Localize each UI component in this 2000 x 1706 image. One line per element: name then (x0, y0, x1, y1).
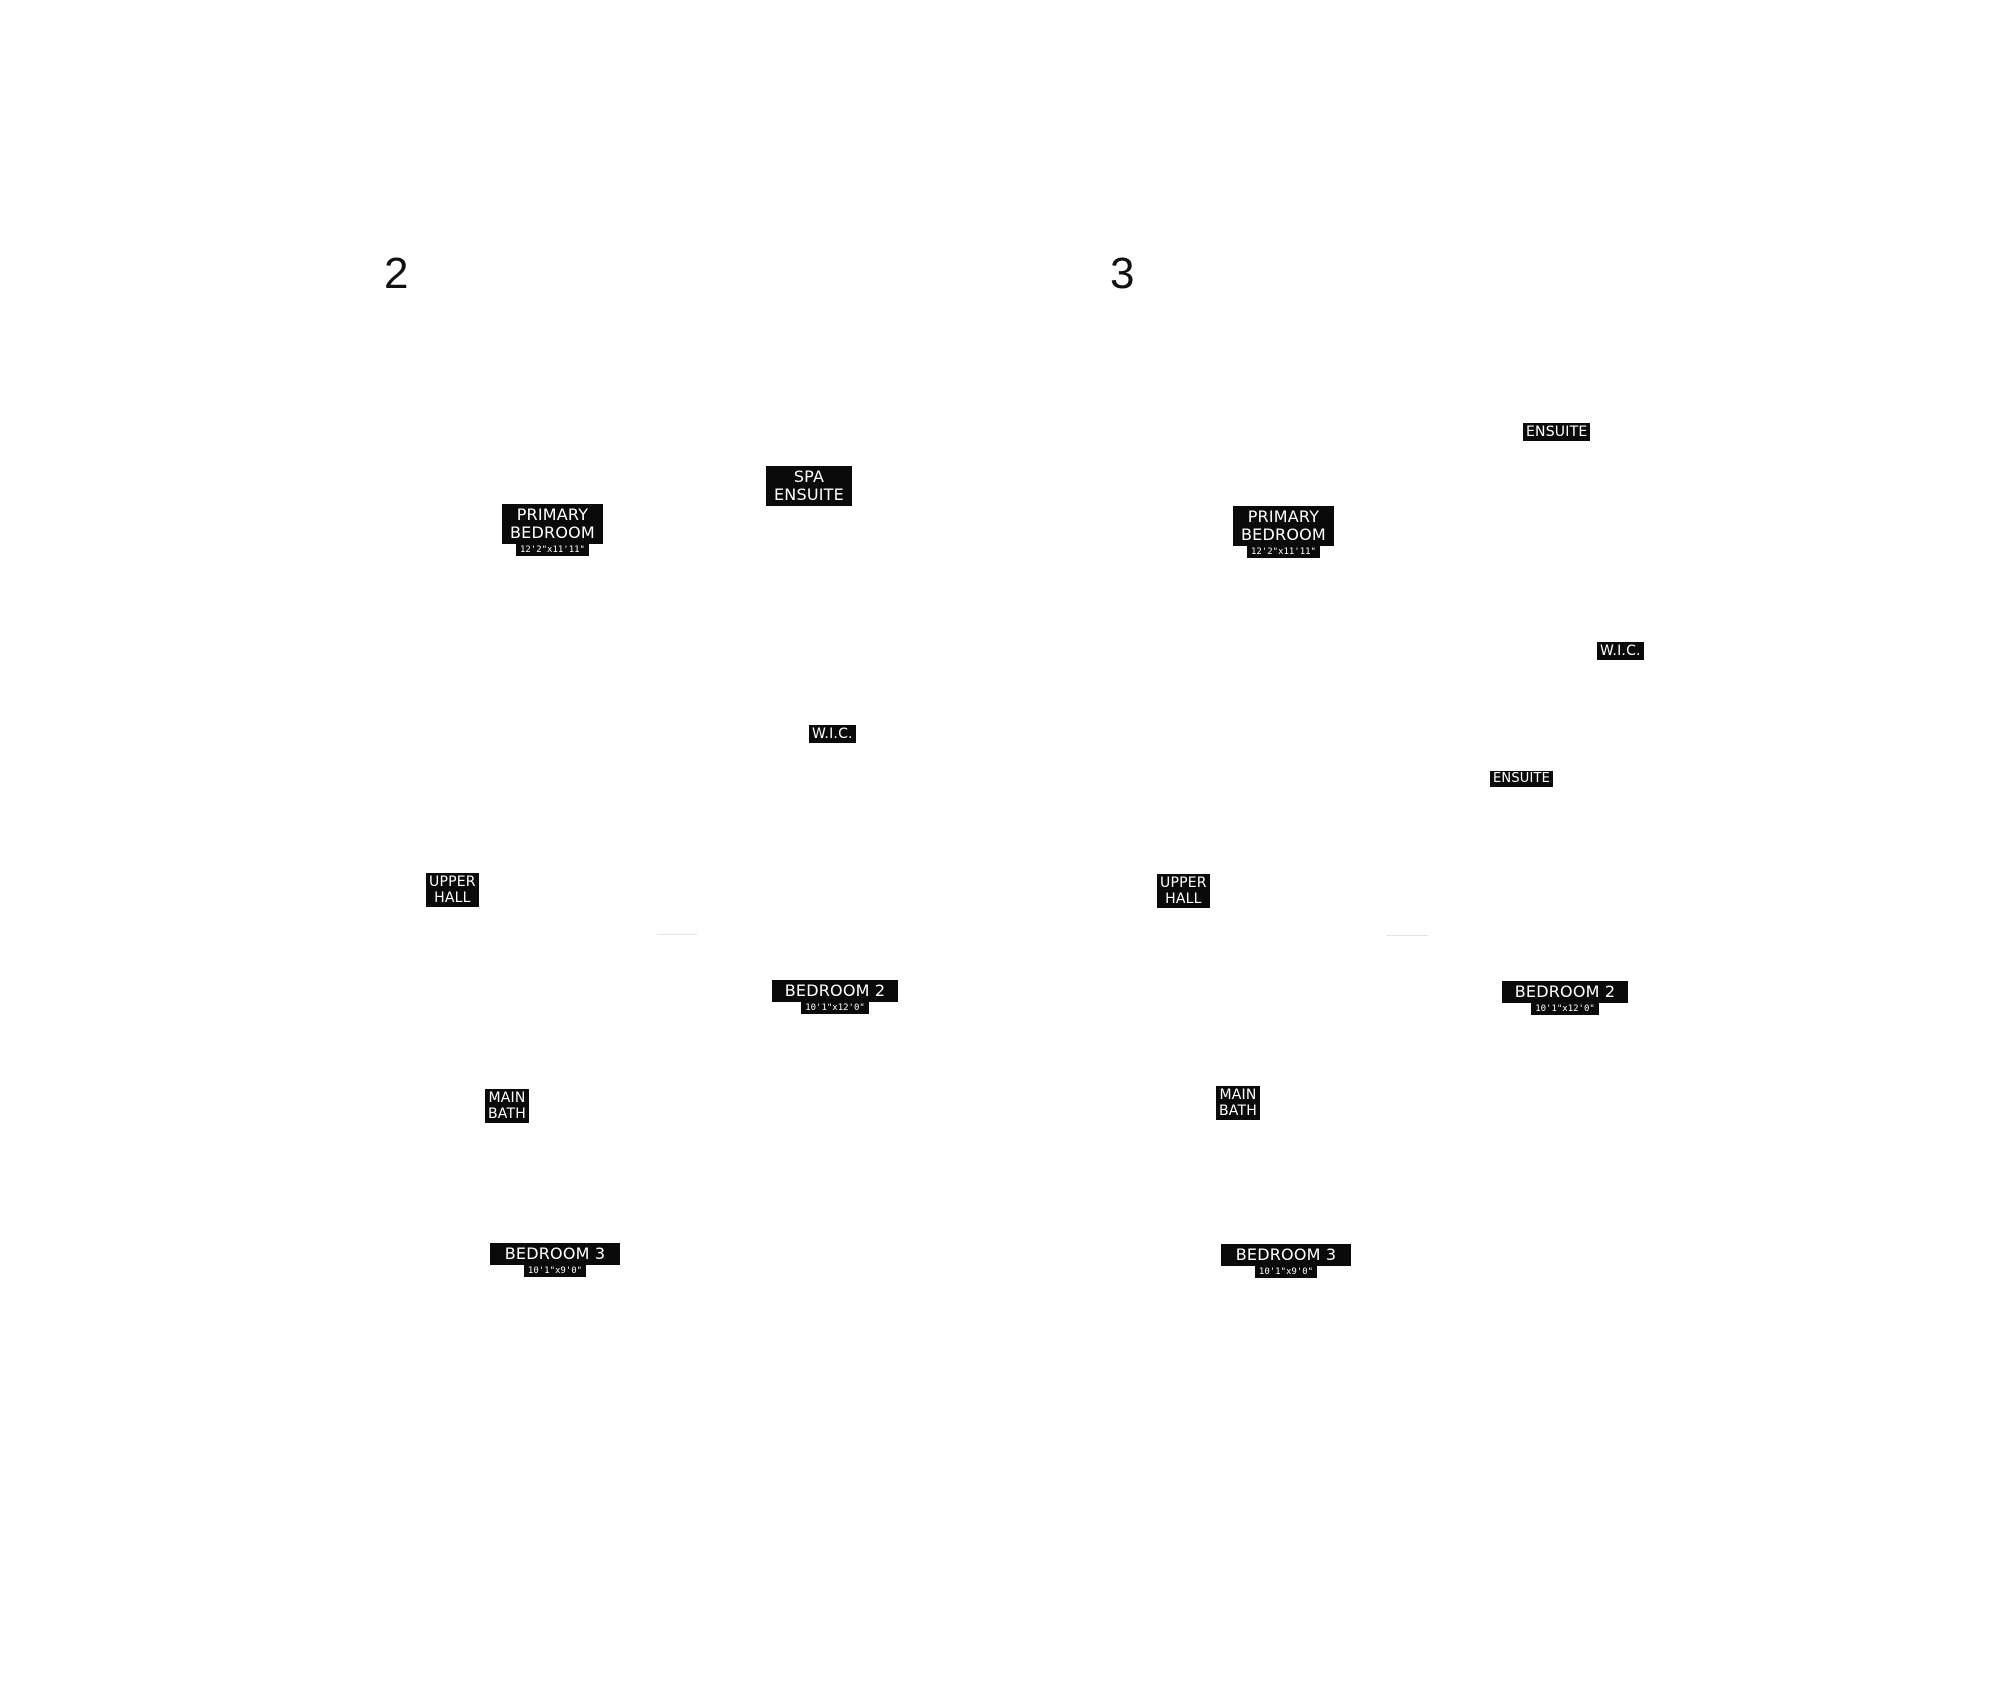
room-label-bedroom-3: BEDROOM 3 10'1"x9'0" (490, 1243, 620, 1277)
room-label-upper-hall: UPPER HALL (426, 873, 479, 907)
room-label-bedroom-2: BEDROOM 2 10'1"x12'0" (1502, 981, 1628, 1015)
room-label-ensuite: ENSUITE (1523, 423, 1591, 441)
room-label-spa-ensuite: SPA ENSUITE (766, 466, 852, 506)
room-name: ENSUITE (1490, 771, 1554, 787)
room-name: UPPER HALL (426, 873, 479, 907)
room-name: MAIN BATH (485, 1089, 529, 1123)
room-label-bedroom-2: BEDROOM 2 10'1"x12'0" (772, 980, 898, 1014)
room-name: PRIMARY BEDROOM (502, 504, 603, 544)
wall-line (657, 934, 697, 935)
room-label-main-bath: MAIN BATH (1216, 1086, 1260, 1120)
room-name: ENSUITE (1523, 423, 1591, 441)
room-name: BEDROOM 2 (1502, 981, 1628, 1003)
room-name: W.I.C. (1597, 642, 1644, 660)
room-dimensions: 10'1"x9'0" (1254, 1266, 1318, 1278)
room-label-bedroom-3: BEDROOM 3 10'1"x9'0" (1221, 1244, 1351, 1278)
room-label-ensuite-2: ENSUITE (1490, 771, 1554, 787)
room-name: BEDROOM 2 (772, 980, 898, 1002)
room-name: BEDROOM 3 (1221, 1244, 1351, 1266)
room-name: PRIMARY BEDROOM (1233, 506, 1334, 546)
plan-number-3: 3 (1110, 249, 1135, 298)
wall-line (1386, 935, 1428, 936)
room-label-wic: W.I.C. (1597, 642, 1644, 660)
room-label-primary-bedroom: PRIMARY BEDROOM 12'2"x11'11" (1233, 506, 1334, 558)
room-name: BEDROOM 3 (490, 1243, 620, 1265)
room-name: W.I.C. (809, 725, 856, 743)
room-label-upper-hall: UPPER HALL (1157, 874, 1210, 908)
room-name: UPPER HALL (1157, 874, 1210, 908)
plan-number-2: 2 (384, 249, 409, 298)
room-label-main-bath: MAIN BATH (485, 1089, 529, 1123)
room-dimensions: 10'1"x12'0" (1531, 1003, 1599, 1015)
room-label-wic: W.I.C. (809, 725, 856, 743)
room-dimensions: 10'1"x9'0" (523, 1265, 587, 1277)
room-dimensions: 12'2"x11'11" (1246, 546, 1320, 558)
room-dimensions: 10'1"x12'0" (801, 1002, 869, 1014)
room-dimensions: 12'2"x11'11" (515, 544, 589, 556)
room-name: SPA ENSUITE (766, 466, 852, 506)
room-label-primary-bedroom: PRIMARY BEDROOM 12'2"x11'11" (502, 504, 603, 556)
room-name: MAIN BATH (1216, 1086, 1260, 1120)
